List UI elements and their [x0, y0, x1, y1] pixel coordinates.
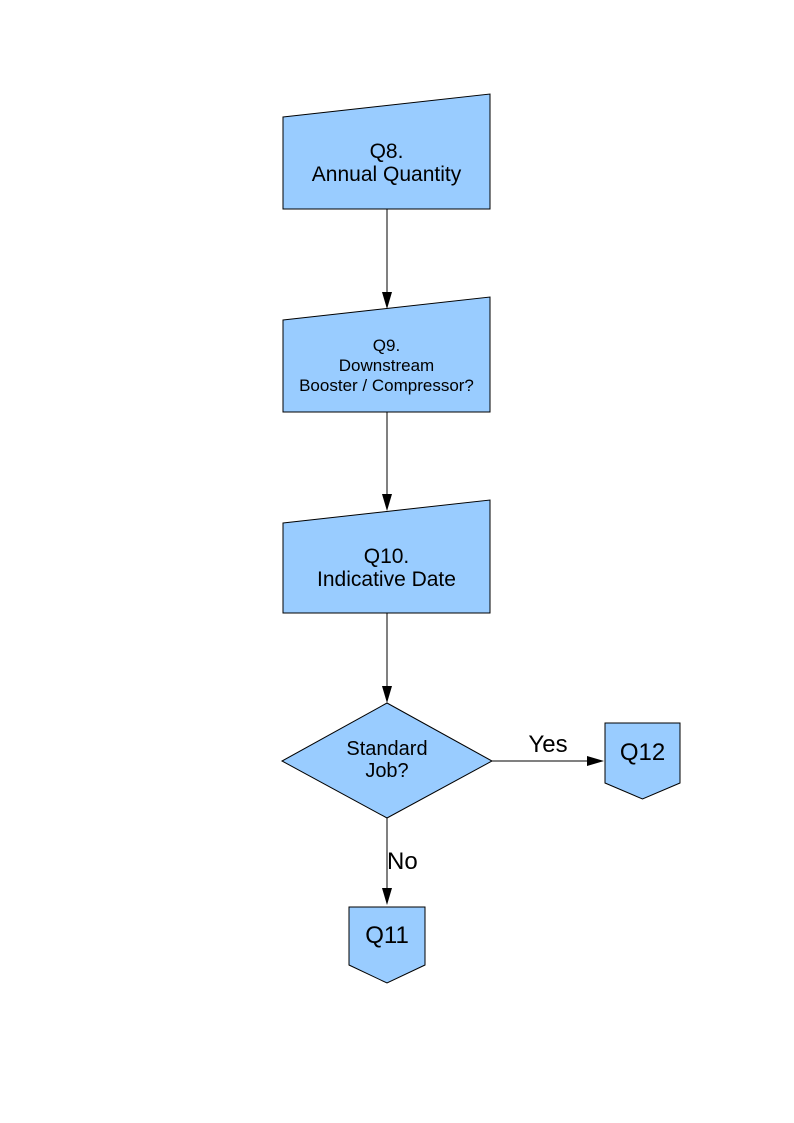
arrowhead-icon	[382, 494, 392, 511]
q11-offpage-connector-shape	[348, 906, 426, 984]
q9-node-shape	[282, 296, 491, 413]
flowchart-shapes	[280, 93, 681, 984]
arrowhead-icon	[382, 292, 392, 309]
arrowheads	[382, 292, 604, 905]
q12-offpage-connector-shape	[604, 722, 681, 800]
connector-lines	[386, 209, 590, 890]
q8-node-shape	[282, 93, 491, 210]
arrowhead-icon	[587, 756, 604, 766]
q10-node-shape	[282, 499, 491, 614]
arrowhead-icon	[382, 888, 392, 905]
standard-job-decision-shape	[280, 702, 494, 819]
arrowhead-icon	[382, 686, 392, 703]
